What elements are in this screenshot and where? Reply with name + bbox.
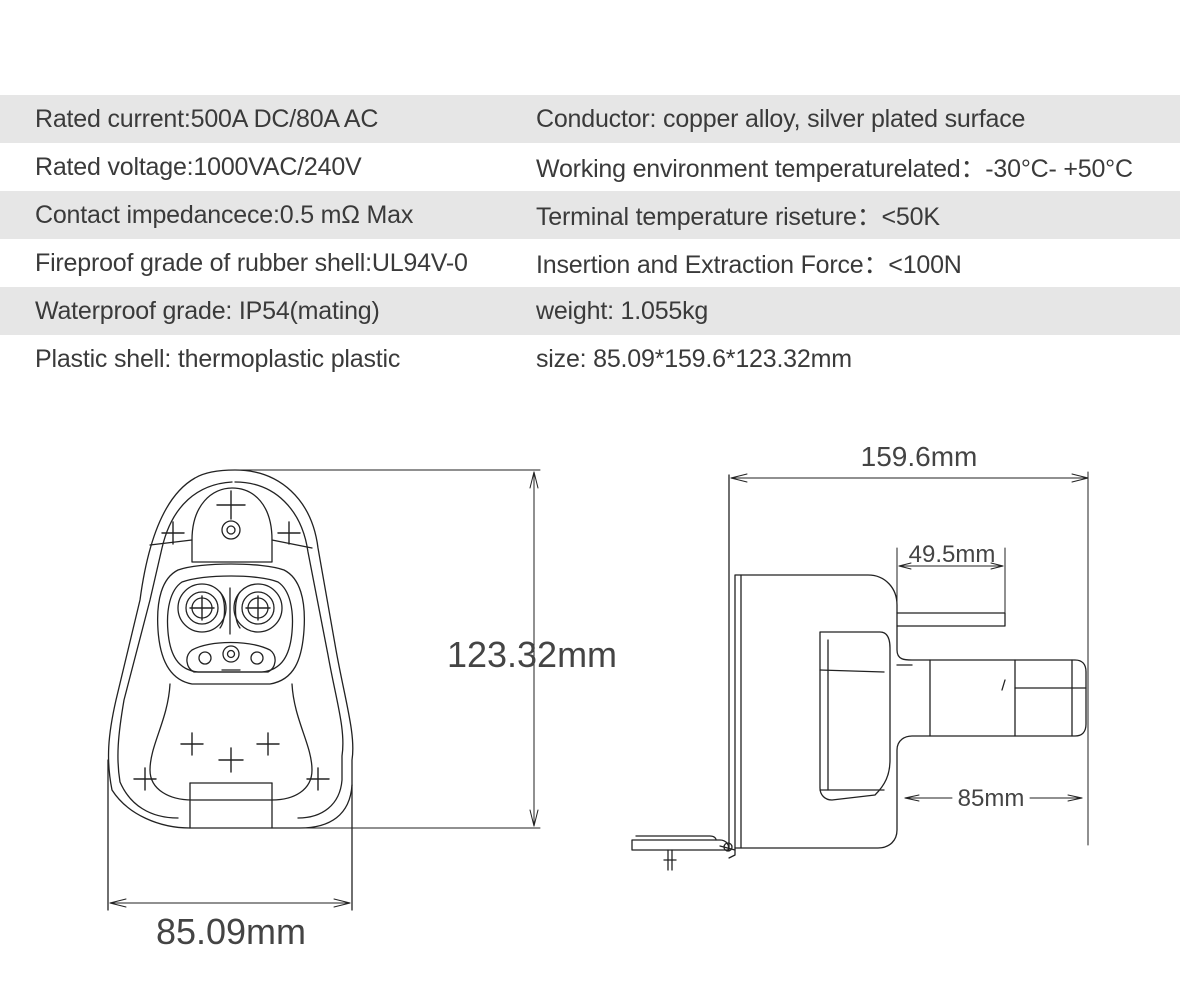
front-dimension-lines: [109, 469, 541, 908]
side-view-drawing: [631, 474, 1087, 871]
spec-row: Rated voltage:1000VAC/240V Working envir…: [0, 143, 1180, 191]
spec-contact-impedance: Contact impedancece:0.5 mΩ Max: [35, 200, 414, 229]
spec-row: Plastic shell: thermoplastic plastic siz…: [0, 335, 1180, 383]
front-view-crosses: [133, 490, 330, 791]
spec-rated-voltage: Rated voltage:1000VAC/240V: [35, 152, 362, 181]
spec-row: Waterproof grade: IP54(mating) weight: 1…: [0, 287, 1180, 335]
spec-row: Fireproof grade of rubber shell:UL94V-0 …: [0, 239, 1180, 287]
spec-temperature-rise: Terminal temperature riseture：<50K: [536, 203, 940, 231]
side-inlet-label: 49.5mm: [909, 541, 996, 568]
spec-weight: weight: 1.055kg: [536, 296, 709, 325]
side-depth-label: 85mm: [958, 785, 1025, 812]
spec-insertion-force: Insertion and Extraction Force：<100N: [536, 251, 962, 279]
side-length-label: 159.6mm: [861, 441, 978, 472]
spec-size: size: 85.09*159.6*123.32mm: [536, 344, 852, 373]
spec-row: Contact impedancece:0.5 mΩ Max Terminal …: [0, 191, 1180, 239]
spec-row: Rated current:500A DC/80A AC Conductor: …: [0, 95, 1180, 143]
spec-waterproof-grade: Waterproof grade: IP54(mating): [35, 296, 380, 325]
spec-fireproof-grade: Fireproof grade of rubber shell:UL94V-0: [35, 248, 468, 277]
front-height-label: 123.32mm: [447, 634, 617, 675]
spec-table: Rated current:500A DC/80A AC Conductor: …: [0, 95, 1180, 383]
spec-rated-current: Rated current:500A DC/80A AC: [35, 104, 379, 133]
spec-plastic-shell: Plastic shell: thermoplastic plastic: [35, 344, 401, 373]
front-view-drawing: [107, 469, 354, 911]
spec-conductor: Conductor: copper alloy, silver plated s…: [536, 104, 1026, 133]
side-dimension-lines: [730, 471, 1089, 846]
spec-working-temperature: Working environment temperaturelated：-30…: [536, 155, 1133, 183]
front-width-label: 85.09mm: [156, 911, 306, 952]
